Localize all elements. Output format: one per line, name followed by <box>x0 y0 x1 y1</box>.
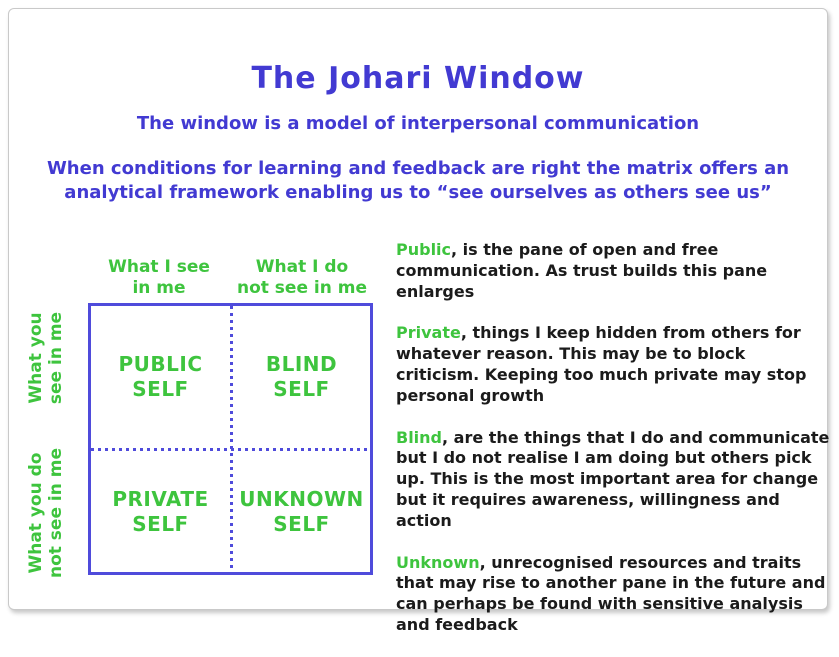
description-term-private: Private <box>396 323 461 343</box>
quadrant-private-self: PRIVATE SELF <box>112 486 209 536</box>
row-header-you-see: What you see in me <box>26 311 67 405</box>
horizontal-dotted-divider <box>91 448 370 451</box>
description-text-private: , things I keep hidden from others for w… <box>396 323 807 405</box>
slide: The Johari Window The window is a model … <box>8 8 829 634</box>
descriptions-panel: Public, is the pane of open and free com… <box>396 240 832 657</box>
description-unknown: Unknown, unrecognised resources and trai… <box>396 553 832 636</box>
matrix-box: PUBLIC SELF BLIND SELF PRIVATE SELF UNKN… <box>88 303 373 575</box>
johari-matrix-diagram: What I see in me What I do not see in me… <box>9 9 409 611</box>
column-header-see: What I see in me <box>108 257 210 299</box>
quadrant-public-self: PUBLIC SELF <box>118 352 203 401</box>
column-header-not-see: What I do not see in me <box>236 257 367 299</box>
quadrant-unknown-self: UNKNOWN SELF <box>239 486 364 536</box>
row-header-you-not-see: What you do not see in me <box>26 448 67 579</box>
quadrant-blind-self: BLIND SELF <box>265 352 338 401</box>
description-text-public: , is the pane of open and free communica… <box>396 240 768 301</box>
description-public: Public, is the pane of open and free com… <box>396 240 832 302</box>
intro-text: When conditions for learning and feedbac… <box>46 158 790 204</box>
page-title: The Johari Window <box>251 61 585 96</box>
page-subtitle: The window is a model of interpersonal c… <box>136 113 700 134</box>
description-blind: Blind, are the things that I do and comm… <box>396 428 832 532</box>
description-term-unknown: Unknown <box>396 552 480 572</box>
vertical-dotted-divider <box>230 306 233 572</box>
description-text-blind: , are the things that I do and communica… <box>396 427 830 530</box>
description-term-public: Public <box>396 240 452 259</box>
description-term-blind: Blind <box>396 427 443 447</box>
description-private: Private, things I keep hidden from other… <box>396 323 832 406</box>
